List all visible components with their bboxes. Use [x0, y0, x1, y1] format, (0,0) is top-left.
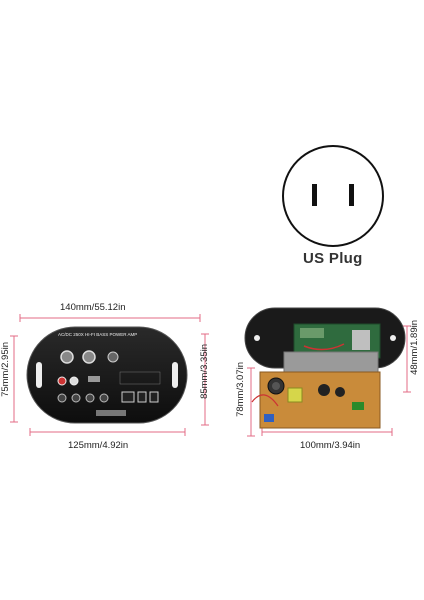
plug-label: US Plug: [303, 250, 363, 267]
amplifier-board-image: [244, 306, 408, 430]
outlet-circle-icon: [282, 145, 384, 247]
panel-height-right-label: 85mm/3.35in: [199, 344, 210, 399]
panel-title-text: AC/DC 250X HI-FI BASS POWER AMP: [58, 332, 138, 337]
panel-width-label: 140mm/55.12in: [60, 302, 126, 313]
amplifier-panel-image: [26, 326, 188, 424]
panel-bottom-width-label: 125mm/4.92in: [68, 440, 129, 451]
outlet-slot-left-icon: [312, 184, 317, 206]
outlet-slot-right-icon: [349, 184, 354, 206]
us-plug-graphic: [0, 0, 424, 280]
board-height-right-label: 48mm/1.89in: [409, 320, 420, 375]
board-width-label: 100mm/3.94in: [300, 440, 361, 451]
panel-height-left-label: 75mm/2.95in: [0, 342, 11, 397]
